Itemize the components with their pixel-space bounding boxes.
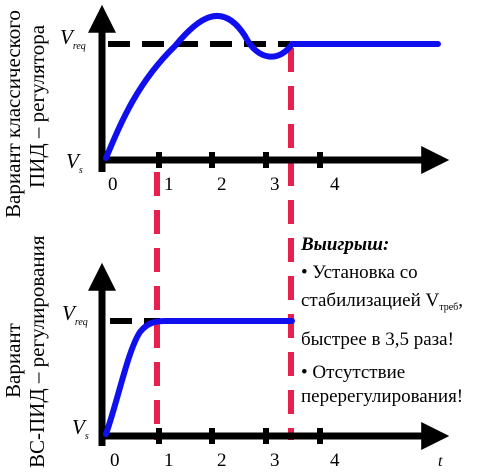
- top-panel: Вариант классического ПИД – регулятора 0…: [1, 4, 450, 218]
- bottom-panel: Вариант ВС-ПИД – регулирования 0 1 2 3 4…: [1, 235, 450, 471]
- gain-summary: Выигрыш: • Установка со стабилизацией Vт…: [300, 234, 463, 407]
- top-tick-label-4: 4: [330, 174, 340, 195]
- top-vs-label: Vs: [66, 149, 83, 176]
- bottom-tick-label-2: 2: [217, 450, 227, 471]
- gain-line-1: • Установка со: [301, 262, 418, 283]
- gain-line-4: • Отсутствие: [301, 362, 405, 383]
- bottom-vs-label: Vs: [72, 415, 89, 442]
- top-side-label-line2: ПИД – регулятора: [25, 24, 49, 188]
- top-tick-label-3: 3: [270, 174, 280, 195]
- top-tick-label-2: 2: [217, 174, 227, 195]
- gain-line-2: стабилизацией Vтреб,: [301, 290, 463, 313]
- top-response-curve: [103, 13, 441, 161]
- top-vreq-label: Vreq: [60, 25, 86, 52]
- gain-line-3: быстрее в 3,5 раза!: [301, 329, 454, 350]
- bottom-side-label-line1: Вариант: [1, 323, 25, 398]
- gain-title: Выигрыш:: [300, 234, 389, 255]
- bottom-response-curve: [103, 318, 295, 437]
- bottom-side-label-line2: ВС-ПИД – регулирования: [25, 235, 49, 468]
- bottom-tick-label-3: 3: [270, 450, 280, 471]
- bottom-x-axis-label: t: [438, 453, 443, 470]
- bottom-tick-label-1: 1: [164, 450, 174, 471]
- top-tick-label-0: 0: [108, 174, 118, 195]
- top-tick-label-1: 1: [164, 174, 174, 195]
- gain-line-5: перерегулирования!: [301, 386, 463, 407]
- bottom-vreq-label: Vreq: [62, 301, 88, 328]
- top-side-label-line1: Вариант классического: [1, 10, 25, 218]
- bottom-tick-label-0: 0: [110, 450, 120, 471]
- bottom-tick-label-4: 4: [330, 450, 340, 471]
